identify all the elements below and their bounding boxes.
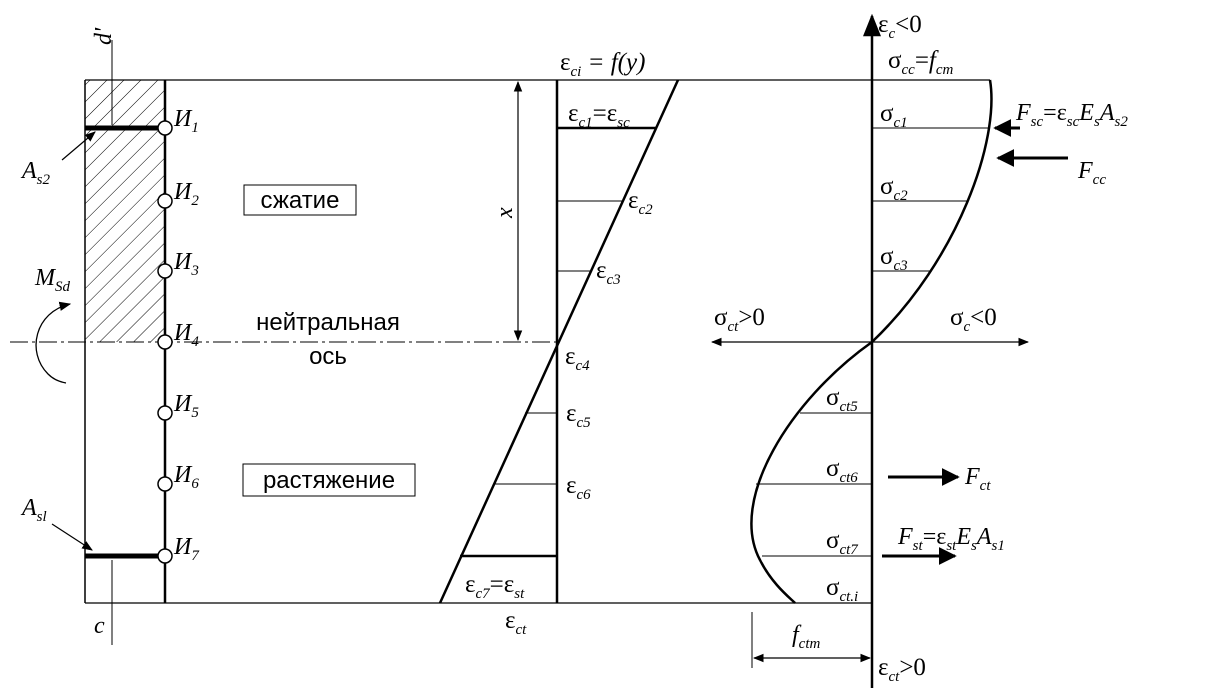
compression-zone-label: сжатие (261, 187, 340, 214)
stress-label-c2: σc2 (880, 173, 908, 204)
cover-bottom-label: c (94, 613, 105, 639)
bottom-rebar-leader (51, 523, 93, 551)
depth-label: x (492, 207, 518, 219)
top-rebar-label: As2 (20, 158, 51, 188)
section-point-label-5: И5 (173, 391, 199, 421)
stress-label-cti: σct.i (826, 574, 858, 605)
strain-diagram: x εci = f(y) εc1=εsc εc2 εc3 εc4 εc5 εc6 εc7=ε… (438, 49, 680, 638)
stress-axis-bottom-label: εct>0 (878, 654, 926, 685)
top-rebar-leader (61, 131, 96, 161)
section-point-label-1: И1 (173, 106, 199, 136)
stress-axis-top-label: εc<0 (878, 11, 922, 42)
stress-label-ct6: σct6 (826, 455, 858, 486)
cover-top-label: d' (91, 27, 117, 45)
section-point-3 (157, 263, 173, 279)
section-point-6 (157, 476, 173, 492)
stress-label-ct5: σct5 (826, 384, 858, 415)
section-point-5 (157, 405, 173, 421)
neutral-axis-label-2: ось (309, 343, 347, 370)
tension-zone-box (242, 463, 416, 497)
stress-axis-right-label: σc<0 (950, 304, 997, 335)
tension-zone-label: растяжение (263, 467, 395, 494)
strain-labels: εc1=εsc εc2 εc3 εc4 εc5 εc6 εc7=εst (465, 100, 653, 602)
compression-zone-hatch (85, 80, 165, 342)
neutral-axis-label-1: нейтральная (256, 309, 400, 336)
section-point-label-3: И3 (173, 249, 199, 279)
section-point-7 (157, 548, 173, 564)
strain-label-c7: εc7=εst (465, 571, 525, 602)
fctm-label: fctm (792, 622, 820, 652)
strain-title: εci = f(y) (560, 49, 645, 80)
stress-top-label: σcc=fcm (888, 47, 954, 78)
section-point-4 (157, 334, 173, 350)
section-point-label-4: И4 (173, 320, 199, 350)
moment-arc (35, 301, 72, 384)
stress-label-c1: σc1 (880, 100, 908, 131)
strain-label-c2: εc2 (628, 187, 653, 218)
stress-label-ct7: σct7 (826, 527, 859, 558)
strain-distribution-line (438, 79, 680, 604)
strain-label-c1: εc1=εsc (568, 100, 630, 131)
strain-label-c6: εc6 (566, 472, 591, 503)
force-cc-label: Fcc (1077, 158, 1106, 188)
strain-label-c5: εc5 (566, 400, 591, 431)
section-point-label-6: И6 (173, 462, 199, 492)
bottom-rebar-label: Asl (20, 495, 47, 525)
strain-label-c4: εc4 (565, 343, 590, 374)
section-point-1 (157, 120, 173, 136)
stress-labels: σc1 σc2 σc3 σct5 σct6 σct7 σct.i (826, 100, 908, 605)
force-ct-label: Fct (964, 464, 991, 494)
stress-curve (750, 79, 993, 604)
forces: Fsc=εscEsAs2 Fcc Fct Fst=εstEsAs1 (882, 100, 1128, 565)
section-point-label-7: И7 (173, 534, 200, 564)
compression-zone-box (243, 184, 357, 216)
force-st-label: Fst=εstEsAs1 (897, 524, 1005, 554)
strain-label-c3: εc3 (596, 257, 621, 288)
section-point-2 (157, 193, 173, 209)
stress-label-c3: σc3 (880, 243, 908, 274)
section-point-label-2: И2 (173, 179, 199, 209)
strain-bottom-label: εct (505, 607, 527, 638)
force-sc-label: Fsc=εscEsAs2 (1015, 100, 1128, 130)
stress-axis-left-label: σct>0 (714, 304, 765, 335)
stress-diagram: εc<0 εct>0 σct>0 σc<0 σcc=fcm σc1σc2σc3σ… (710, 11, 1030, 688)
moment-label: MSd (34, 265, 71, 295)
